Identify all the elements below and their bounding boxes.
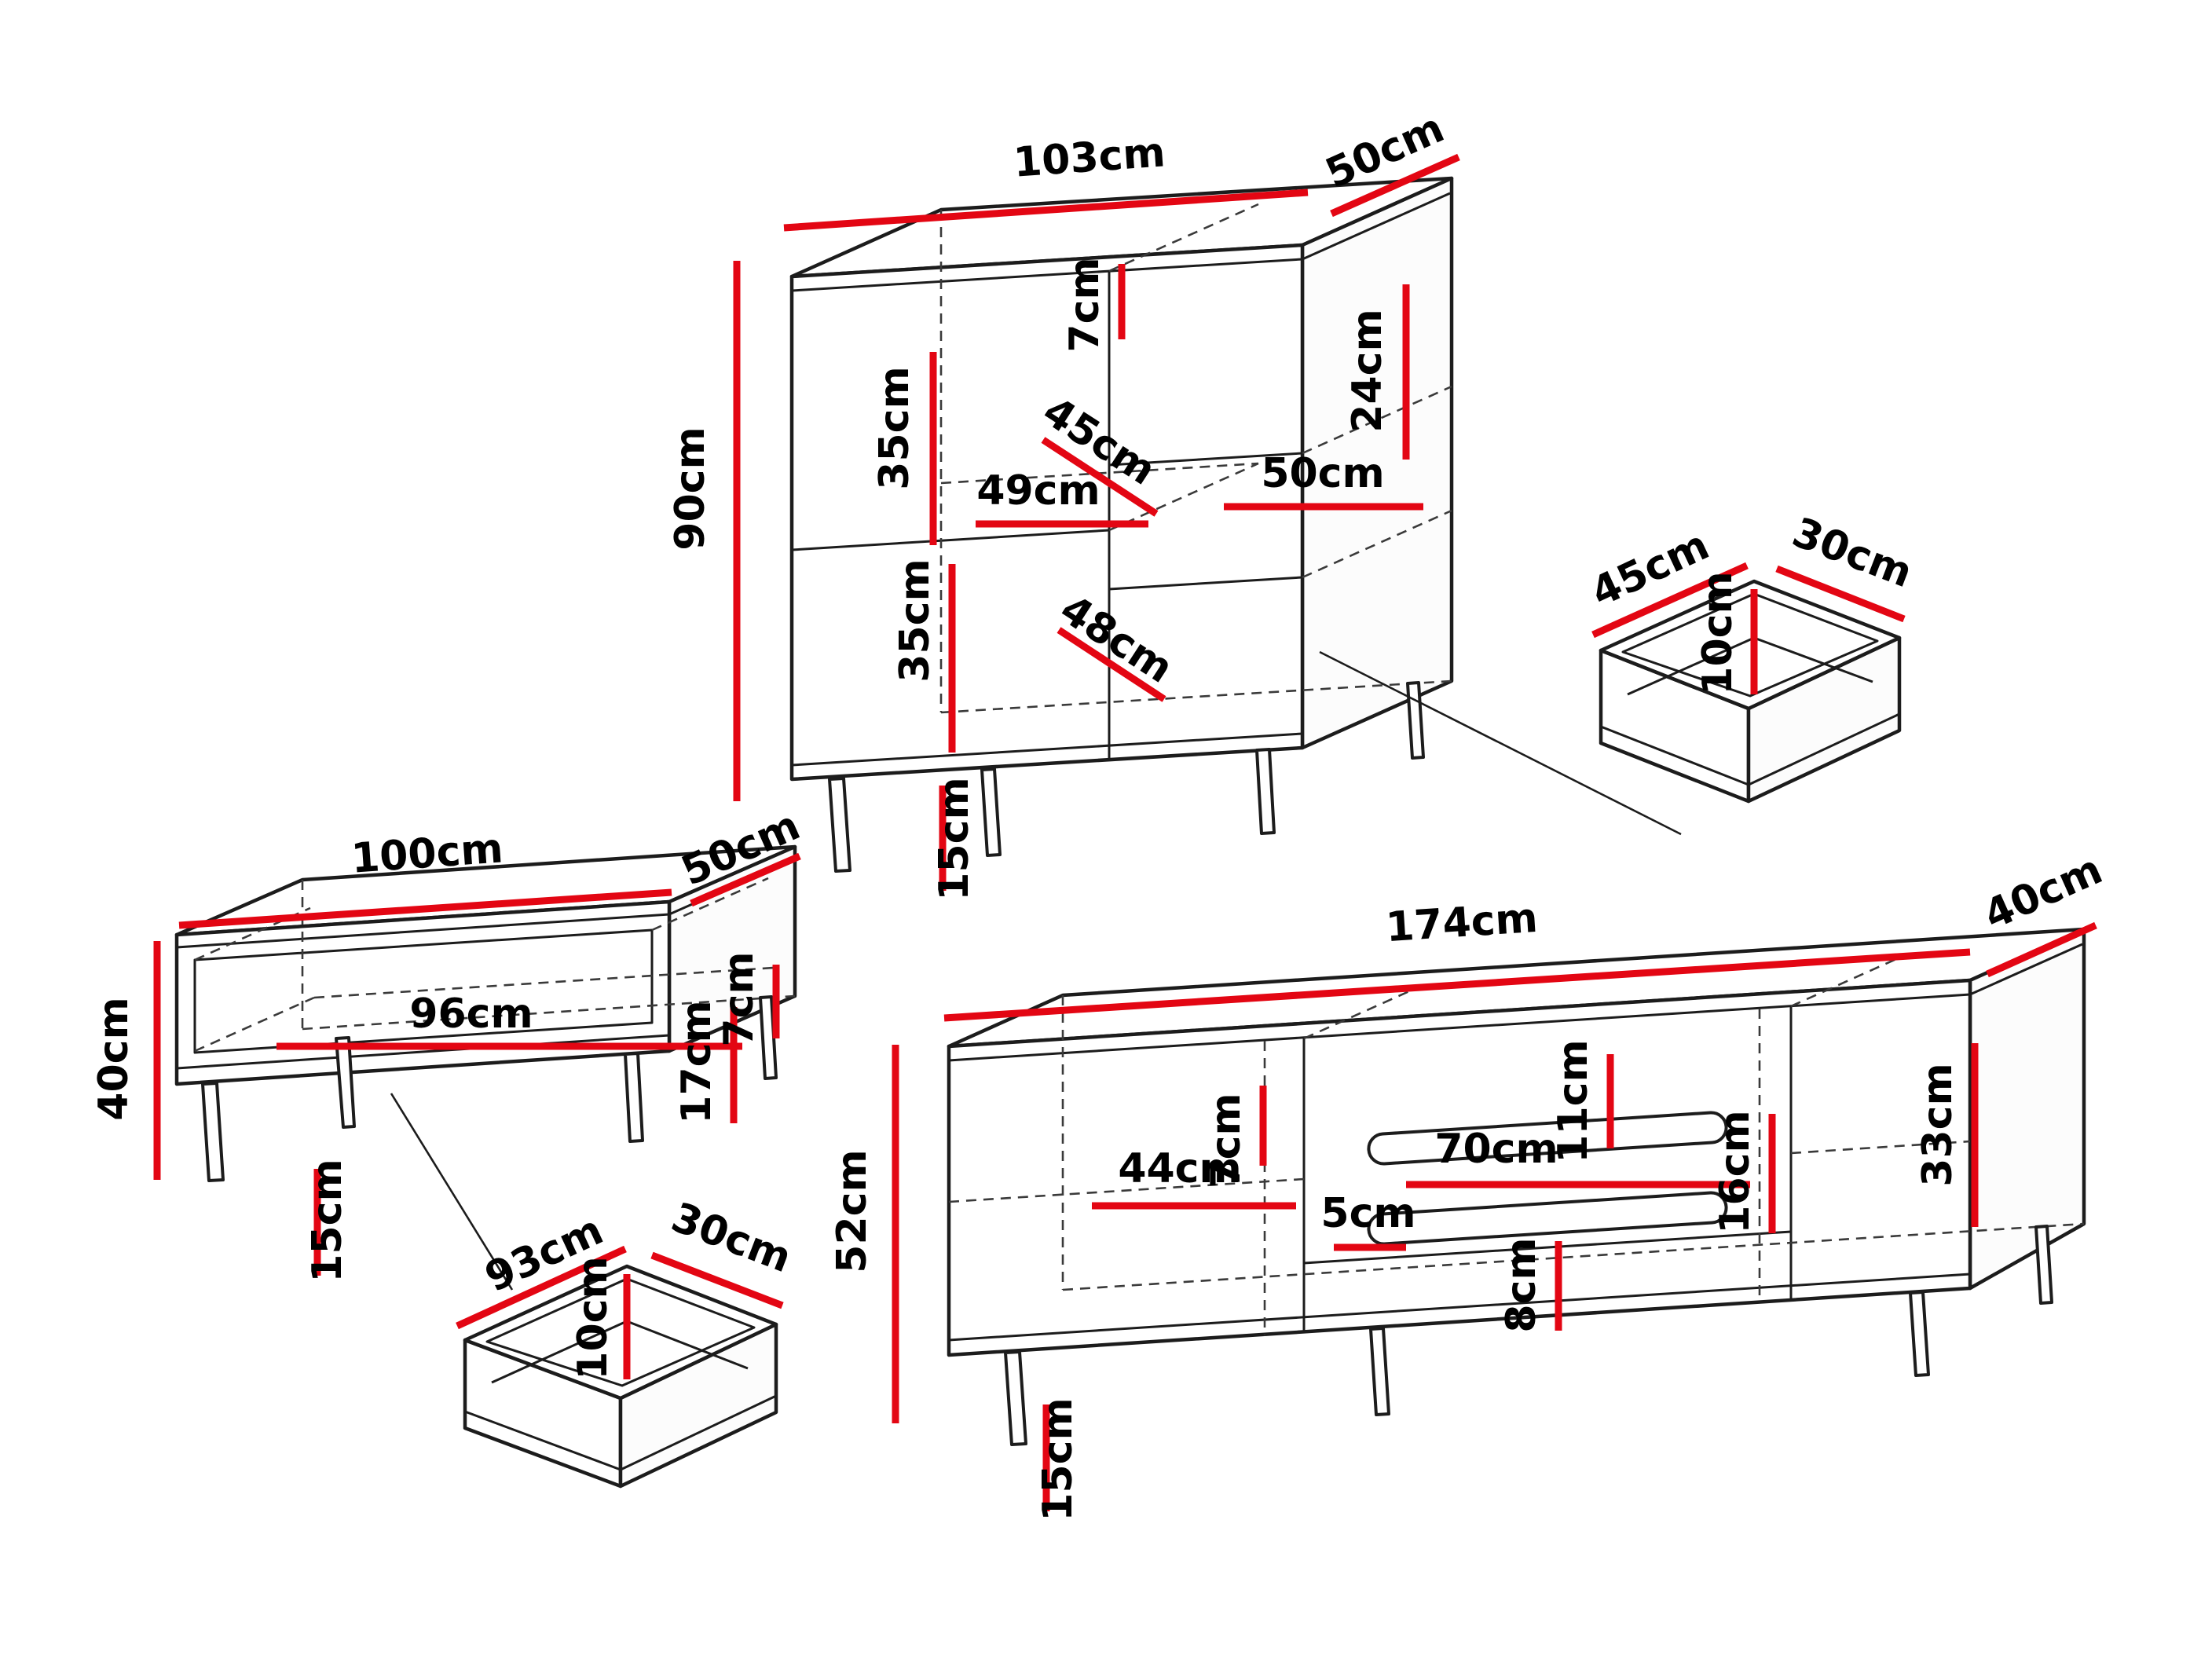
tv-stand-right-inner-height-label: 33cm: [1914, 1063, 1961, 1186]
tv-stand-top-edge-front: [948, 993, 1971, 1062]
tv-stand-depth-dimension-line: [1986, 921, 2097, 978]
sideboard: 103cm 50cm 90cm 7cm 35cm 24cm 45cm 49cm …: [667, 104, 1460, 901]
coffee-table-width-dimension-line: [178, 888, 672, 929]
tv-stand-front-face: [947, 978, 1972, 1357]
coffee-table-front-rail-label: 7cm: [716, 951, 763, 1046]
tv-stand-middle-inner-width-label: 70cm: [1434, 1126, 1558, 1173]
sideboard-hidden-divider-depth: [1108, 203, 1259, 273]
sideboard-depth-dimension-line: [1330, 153, 1460, 218]
small-drawer-width-dimension-line: [1591, 562, 1749, 639]
sideboard-upper-compartment-label: 35cm: [871, 366, 918, 489]
sideboard-hidden-drawer-side-1: [1302, 385, 1452, 455]
tv-stand-hidden-divider-left-depth: [1303, 986, 1419, 1040]
sideboard-lower-diagonal-dimension-line: [1057, 627, 1166, 702]
sideboard-left-inner-width-label: 49cm: [976, 467, 1100, 515]
tv-stand-leg-back-right: [2034, 1225, 2053, 1305]
tv-stand-leg-front-left: [1004, 1350, 1027, 1446]
sideboard-leg-front-left: [828, 777, 851, 873]
coffee-table-inner-width-label: 96cm: [409, 991, 533, 1038]
large-drawer-height-label: 10cm: [569, 1256, 617, 1379]
tv-stand-plinth-gap-label: 8cm: [1498, 1237, 1545, 1332]
tv-stand-left-gap-label: 7cm: [1203, 1093, 1250, 1188]
small-drawer: 45cm 30cm 10cm: [1584, 509, 1918, 804]
coffee-table-hidden-niche-floor-left: [194, 996, 315, 1053]
sideboard-top-drawer-front-label: 7cm: [1061, 257, 1108, 352]
large-drawer: 93cm 30cm 10cm: [456, 1194, 797, 1489]
coffee-table-width-label: 100cm: [350, 825, 504, 882]
coffee-table-front-face: [174, 899, 672, 1086]
small-drawer-rim: [1599, 579, 1902, 711]
sideboard-base-line: [791, 732, 1303, 767]
coffee-table-drawer-leader-line: [390, 1093, 514, 1291]
coffee-table-hidden-back-bottom-edge: [302, 994, 796, 1031]
large-drawer-lip-right: [620, 1394, 777, 1471]
tv-stand-hidden-right-shelf: [1790, 1140, 1971, 1155]
large-drawer-lip-left: [464, 1410, 621, 1471]
small-drawer-height-label: 10cm: [1694, 571, 1741, 694]
tv-stand-width-label: 174cm: [1384, 895, 1539, 951]
coffee-table-hidden-niche-depth-right: [651, 877, 769, 932]
coffee-table: 100cm 50cm 40cm 96cm 7cm 17cm 15cm: [90, 802, 807, 1283]
coffee-table-inner-height-label: 17cm: [673, 1000, 720, 1123]
coffee-table-leg-height-label: 15cm: [304, 1159, 351, 1282]
tv-stand-leg-middle: [1369, 1327, 1390, 1416]
sideboard-front-face: [789, 243, 1305, 782]
sideboard-drawer-line-2: [1108, 576, 1303, 591]
coffee-table-leg-front-left: [201, 1082, 225, 1182]
small-drawer-lip-left: [1600, 725, 1749, 786]
tv-stand-hidden-divider-right-depth: [1790, 954, 1906, 1008]
sideboard-leg-height-label: 15cm: [931, 777, 978, 900]
coffee-table-depth-dimension-line: [690, 852, 801, 907]
tv-stand-cable-slot-lower: [1367, 1191, 1728, 1246]
sideboard-leg-front-right: [1255, 748, 1276, 835]
tv-stand: 174cm 40cm 52cm 44cm 7cm 70cm 11cm 16cm …: [829, 846, 2109, 1522]
sideboard-hidden-drawer-side-2: [1302, 509, 1452, 579]
tv-stand-right-gap-label: 16cm: [1712, 1110, 1759, 1233]
tv-stand-slot-height-label: 11cm: [1550, 1039, 1597, 1163]
coffee-table-leg-back-right: [759, 995, 778, 1080]
sideboard-height-label: 90cm: [667, 427, 714, 550]
sideboard-hidden-shelf-depth: [1108, 462, 1259, 532]
tv-stand-hidden-left-shelf: [948, 1177, 1305, 1203]
small-drawer-depth-dimension-line: [1775, 565, 1906, 623]
sideboard-drawer-line-1: [1108, 452, 1303, 467]
tv-stand-top-edge-right: [1969, 943, 2083, 996]
tv-stand-middle-shelf: [1303, 1230, 1792, 1265]
small-drawer-lip-right: [1748, 712, 1900, 786]
tv-stand-cable-slot-upper: [1367, 1111, 1728, 1166]
tv-stand-height-label: 52cm: [829, 1149, 876, 1273]
large-drawer-width-dimension-line: [456, 1245, 627, 1330]
small-drawer-inner-rim: [1621, 592, 1879, 698]
coffee-table-base-line: [176, 1034, 670, 1070]
tv-stand-leg-front-right: [1909, 1291, 1930, 1377]
tv-stand-leg-height-label: 15cm: [1035, 1397, 1082, 1521]
coffee-table-height-label: 40cm: [90, 997, 137, 1120]
sideboard-width-label: 103cm: [1012, 129, 1166, 186]
tv-stand-hidden-back-bottom-edge: [1062, 1222, 2085, 1291]
tv-stand-left-inner-width-label: 44cm: [1118, 1145, 1241, 1192]
sideboard-width-dimension-line: [783, 189, 1309, 232]
sideboard-drawer-height-label: 24cm: [1344, 309, 1391, 432]
tv-stand-width-dimension-line: [943, 948, 1971, 1022]
coffee-table-hidden-niche-floor-back: [313, 966, 775, 999]
sideboard-upper-diagonal-dimension-line: [1041, 437, 1159, 517]
tv-stand-bottom-gap-label: 5cm: [1320, 1190, 1415, 1237]
tv-stand-base-line: [948, 1273, 1971, 1342]
coffee-table-leg-back-left: [335, 1036, 356, 1129]
coffee-table-top-edge-front: [176, 913, 670, 949]
coffee-table-niche-opening: [193, 928, 654, 1054]
coffee-table-leg-front-right: [624, 1052, 644, 1143]
sideboard-shelf: [791, 529, 1110, 551]
sideboard-right-inner-width-label: 50cm: [1261, 450, 1384, 497]
sideboard-drawer-leader-line: [1319, 650, 1682, 836]
sideboard-lower-compartment-label: 35cm: [892, 558, 939, 682]
sideboard-top-edge-right: [1302, 192, 1451, 261]
sideboard-leg-back-left: [980, 767, 1002, 857]
large-drawer-rim: [463, 1264, 778, 1401]
tv-stand-right-face: [1968, 927, 2086, 1291]
large-drawer-depth-dimension-line: [650, 1251, 784, 1309]
sideboard-top-edge-front: [791, 258, 1303, 292]
large-drawer-inner-rim: [485, 1277, 756, 1387]
